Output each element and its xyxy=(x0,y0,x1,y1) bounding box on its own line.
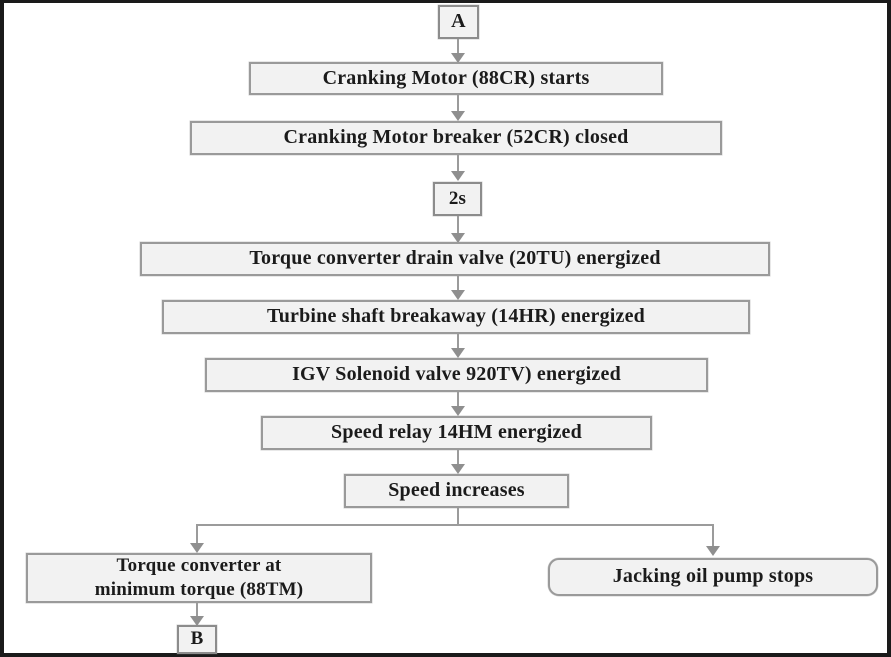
node-connector-a[interactable]: A xyxy=(438,5,479,39)
edge-igv-to-speed-relay-line xyxy=(457,392,459,412)
edge-breaker-to-delay-arrowhead xyxy=(451,171,465,181)
edge-branch-left-arrowhead xyxy=(190,543,204,553)
node-turbine-shaft-breakaway[interactable]: Turbine shaft breakaway (14HR) energized xyxy=(162,300,750,334)
edge-cranking-motor-to-breaker-arrowhead xyxy=(451,111,465,121)
node-torque-converter-minimum-torque[interactable]: Torque converter at minimum torque (88TM… xyxy=(26,553,372,603)
edge-a-to-cranking-motor-line xyxy=(457,39,459,59)
edge-turbine-shaft-to-igv-line xyxy=(457,334,459,354)
node-speed-increases[interactable]: Speed increases xyxy=(344,474,569,508)
edge-delay-to-drain-valve-arrowhead xyxy=(451,233,465,243)
edge-cranking-motor-to-breaker-line xyxy=(457,95,459,118)
node-torque-converter-drain-valve[interactable]: Torque converter drain valve (20TU) ener… xyxy=(140,242,770,276)
node-igv-solenoid-valve[interactable]: IGV Solenoid valve 920TV) energized xyxy=(205,358,708,392)
frame-border-right xyxy=(887,0,891,657)
edge-branch-right-drop xyxy=(712,524,714,551)
frame-border-bottom xyxy=(0,653,891,657)
node-cranking-motor-breaker-closed[interactable]: Cranking Motor breaker (52CR) closed xyxy=(190,121,722,155)
edge-branch-horizontal-bar xyxy=(196,524,714,526)
frame-border-top xyxy=(0,0,891,3)
edge-delay-to-drain-valve-line xyxy=(457,216,459,240)
edge-speed-relay-to-speed-increases-arrowhead xyxy=(451,464,465,474)
edge-speed-increases-branch-stem xyxy=(457,508,459,525)
node-cranking-motor-starts[interactable]: Cranking Motor (88CR) starts xyxy=(249,62,663,95)
edge-drain-valve-to-turbine-shaft-arrowhead xyxy=(451,290,465,300)
edge-igv-to-speed-relay-arrowhead xyxy=(451,406,465,416)
node-jacking-oil-pump-stops[interactable]: Jacking oil pump stops xyxy=(548,558,878,596)
edge-a-to-cranking-motor-arrowhead xyxy=(451,53,465,63)
edge-breaker-to-delay-line xyxy=(457,155,459,178)
edge-turbine-shaft-to-igv-arrowhead xyxy=(451,348,465,358)
edge-branch-right-arrowhead xyxy=(706,546,720,556)
edge-torque-converter-to-b-line xyxy=(196,603,198,621)
node-delay-2s[interactable]: 2s xyxy=(433,182,482,216)
node-speed-relay-energized[interactable]: Speed relay 14HM energized xyxy=(261,416,652,450)
frame-border-left xyxy=(0,0,4,657)
edge-drain-valve-to-turbine-shaft-line xyxy=(457,276,459,296)
edge-speed-relay-to-speed-increases-line xyxy=(457,450,459,470)
edge-torque-converter-to-b-arrowhead xyxy=(190,616,204,626)
edge-branch-left-drop xyxy=(196,524,198,548)
node-connector-b[interactable]: B xyxy=(177,625,217,654)
